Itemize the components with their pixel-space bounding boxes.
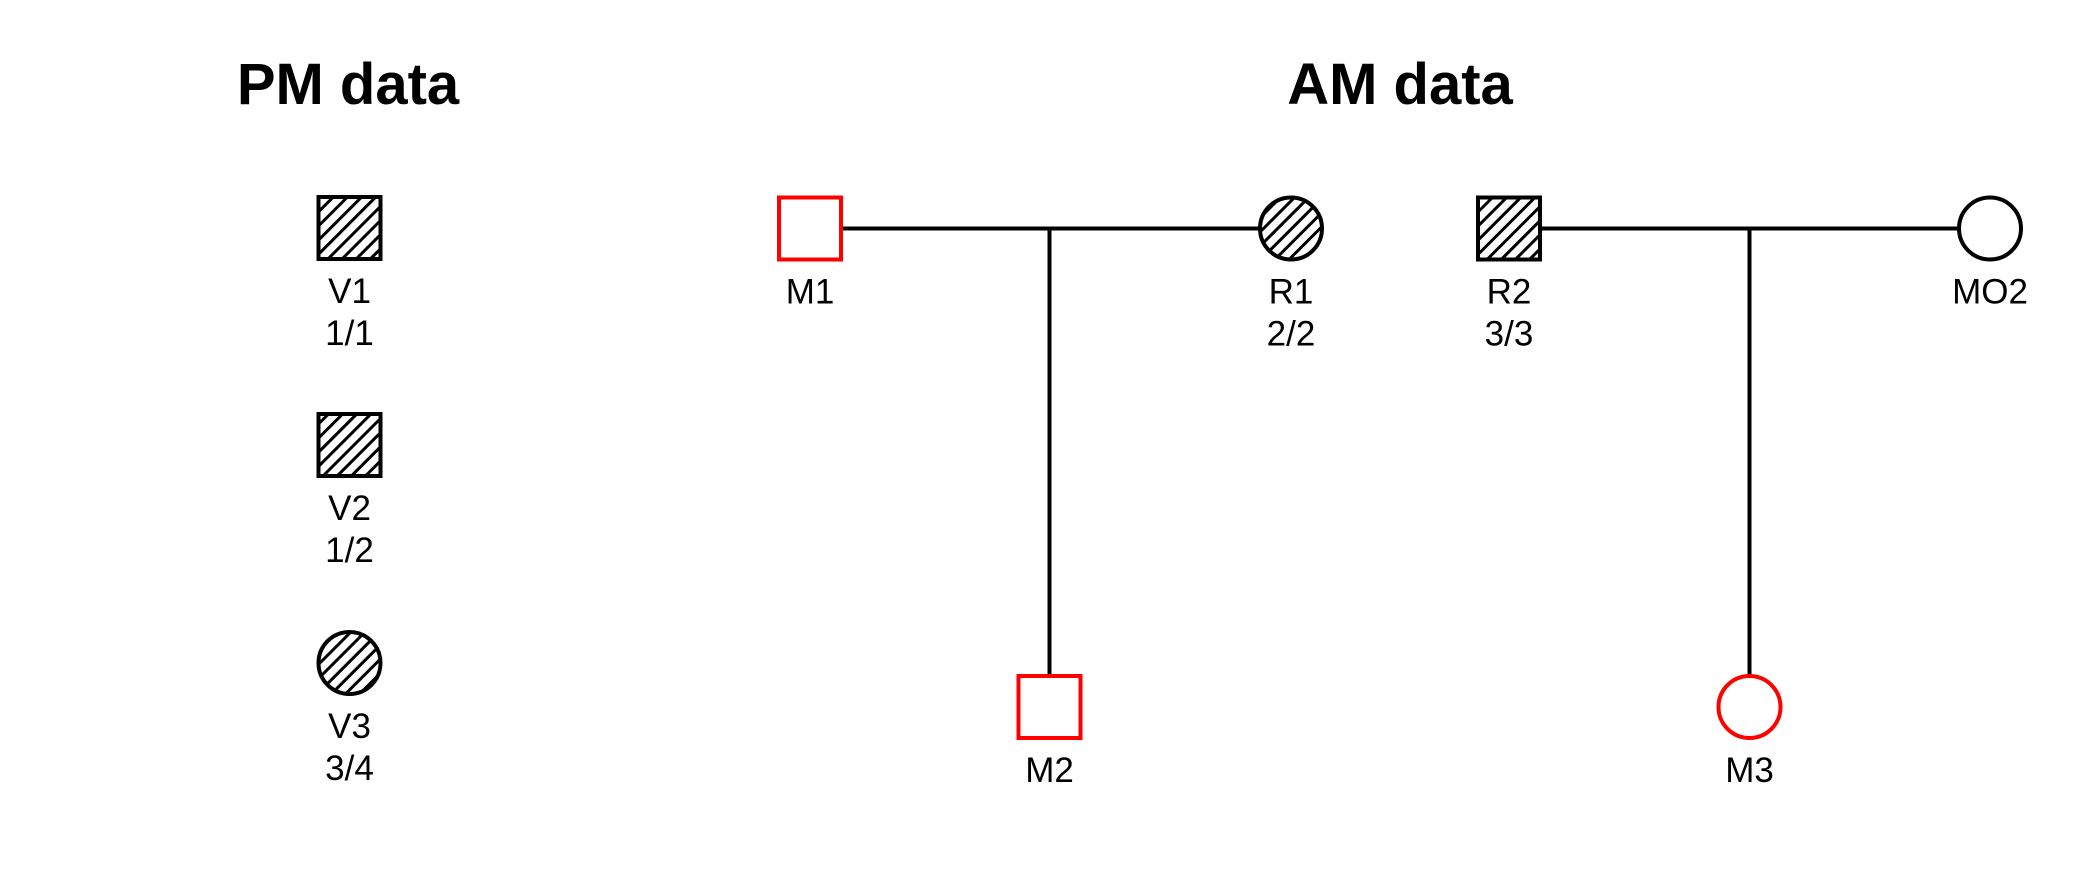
V3-symbol <box>316 630 383 696</box>
M3-symbol <box>1716 674 1783 740</box>
R2-label-1: 3/3 <box>1485 315 1534 354</box>
V1-label-1: 1/1 <box>325 314 374 353</box>
V2-label-0: V2 <box>328 489 371 528</box>
R1-symbol <box>1258 195 1324 262</box>
V1-symbol <box>316 195 383 261</box>
M1-label-0: M1 <box>786 273 835 312</box>
MO2-symbol <box>1957 195 2023 262</box>
M2-symbol <box>1016 674 1083 740</box>
R2-label-0: R2 <box>1487 273 1532 312</box>
R1-label-1: 2/2 <box>1267 315 1316 354</box>
V1-label-0: V1 <box>328 272 371 311</box>
M3-label-0: M3 <box>1725 751 1774 790</box>
V2-symbol <box>316 412 383 478</box>
am-panel-title: AM data <box>1287 52 1513 117</box>
M1-symbol <box>777 195 843 262</box>
R2-symbol <box>1476 195 1542 262</box>
V3-label-1: 3/4 <box>325 749 374 788</box>
MO2-label-0: MO2 <box>1952 273 2028 312</box>
V2-label-1: 1/2 <box>325 531 374 570</box>
V3-label-0: V3 <box>328 707 371 746</box>
M2-label-0: M2 <box>1025 751 1074 790</box>
R1-label-0: R1 <box>1269 273 1314 312</box>
pm-panel-title: PM data <box>236 52 460 117</box>
